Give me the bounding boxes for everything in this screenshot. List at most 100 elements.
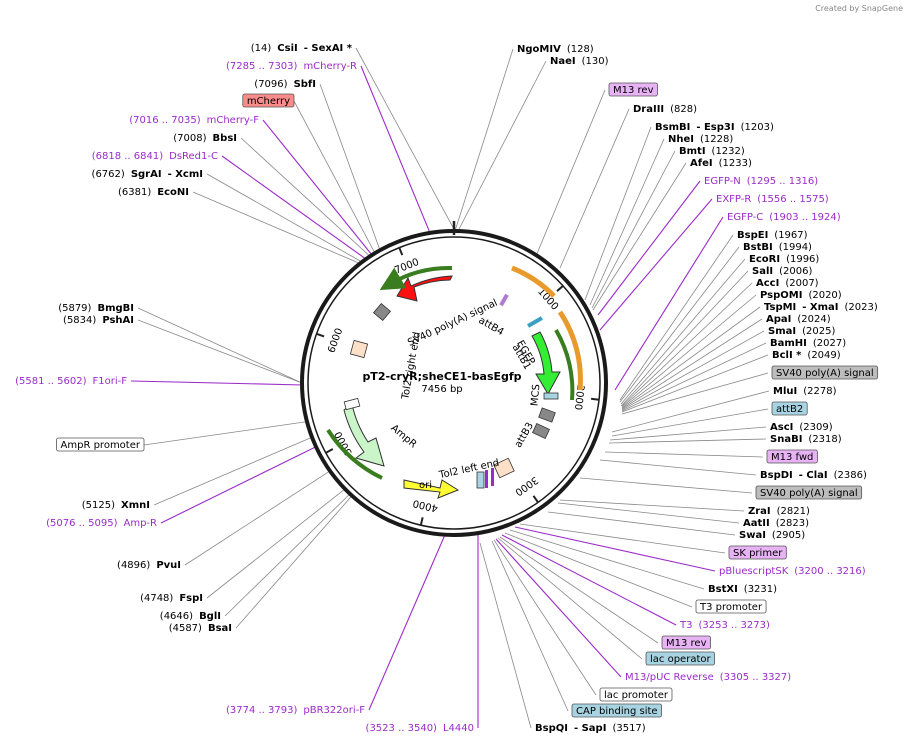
enzyme-label[interactable]: (5879)BmgBI xyxy=(58,303,134,314)
primer-label[interactable]: (3523 .. 3540) L4440 xyxy=(366,723,474,734)
feature-label-ori: ori xyxy=(419,480,432,491)
enzyme-label[interactable]: MluI(2278) xyxy=(773,386,837,397)
enzyme-label[interactable]: (7008)BbsI xyxy=(173,133,237,144)
enzyme-label[interactable]: SalI(2006) xyxy=(752,266,812,277)
ori-feature-arrow[interactable] xyxy=(403,479,460,499)
ampr-promoter-box xyxy=(343,397,361,411)
enzyme-label[interactable]: NaeI(130) xyxy=(550,56,609,67)
enzyme-label[interactable]: (4646)BglI xyxy=(160,611,221,622)
primer-label[interactable]: T3(3253 .. 3273) xyxy=(679,620,770,631)
box-grey-label[interactable]: SV40 poly(A) signal xyxy=(755,485,863,500)
enzyme-label[interactable]: NheI(1228) xyxy=(668,134,733,145)
leader-line xyxy=(137,319,303,384)
enzyme-label[interactable]: (7096)SbfI xyxy=(254,79,316,90)
box-red-label[interactable]: mCherry xyxy=(242,93,295,108)
primer-label[interactable]: (5581 .. 5602)F1ori-F xyxy=(15,376,127,387)
enzyme-label[interactable]: (4748)FspI xyxy=(140,593,203,604)
enzyme-label[interactable]: ZraI(2821) xyxy=(748,506,810,517)
label-name: EXFP-R xyxy=(716,194,751,205)
tick-mark xyxy=(556,285,564,292)
enzyme-label[interactable]: AscI(2309) xyxy=(770,422,833,433)
label-name: L4440 xyxy=(443,723,474,734)
mcherry-feature-arrow[interactable] xyxy=(396,275,453,302)
box-blue-label[interactable]: CAP binding site xyxy=(571,703,662,718)
label-pos: (5879) xyxy=(58,303,91,314)
leader-line xyxy=(619,246,740,403)
enzyme-label[interactable]: NgoMIV(128) xyxy=(517,44,594,55)
leader-line xyxy=(497,537,643,660)
primer-label[interactable]: EGFP-N(1295 .. 1316) xyxy=(704,176,818,187)
enzyme-label[interactable]: BclI *(2049) xyxy=(772,350,841,361)
label-pos: (7016 .. 7035) xyxy=(129,115,201,126)
box-white-label[interactable]: T3 promoter xyxy=(695,599,767,614)
primer-label[interactable]: (7285 .. 7303)mCherry-R xyxy=(226,61,357,72)
enzyme-label[interactable]: SnaBI(2318) xyxy=(770,434,842,445)
box-white-label[interactable]: AmpR promoter xyxy=(56,437,145,452)
enzyme-label[interactable]: TspMI - XmaI(2023) xyxy=(764,302,878,313)
leader-line xyxy=(184,470,331,566)
enzyme-label[interactable]: BmtI(1232) xyxy=(679,146,745,157)
leader-line xyxy=(221,155,367,260)
enzyme-label[interactable]: (6381)EcoNI xyxy=(118,187,189,198)
label-name: mCherry-F xyxy=(207,115,260,126)
primer-label[interactable]: (3774 .. 3793)pBR322ori-F xyxy=(226,705,365,716)
enzyme-label[interactable]: BstXI(3231) xyxy=(708,584,777,595)
primer-label[interactable]: M13/pUC Reverse(3305 .. 3327) xyxy=(625,672,791,683)
label-pos: (7285 .. 7303) xyxy=(226,61,298,72)
primer-label[interactable]: pBluescriptSK(3200 .. 3216) xyxy=(719,566,866,577)
leader-line xyxy=(235,495,353,629)
attb4-mark xyxy=(499,293,509,307)
egfp-feature-arrow[interactable] xyxy=(531,331,561,396)
bottom-marker-1 xyxy=(476,471,485,489)
tick-mark xyxy=(532,495,539,503)
enzyme-label[interactable]: BamHI(2027) xyxy=(770,338,846,349)
enzyme-label[interactable]: (4896)PvuI xyxy=(117,560,181,571)
enzyme-label[interactable]: BspEI(1967) xyxy=(737,230,808,241)
leader-line xyxy=(611,390,770,433)
enzyme-label[interactable]: BspDI - ClaI(2386) xyxy=(760,470,867,481)
enzyme-label[interactable]: EcoRI(1996) xyxy=(749,254,819,265)
box-primer-label[interactable]: M13 rev xyxy=(608,82,658,97)
label-name: M13/pUC Reverse xyxy=(625,672,714,683)
box-blue-label[interactable]: lac operator xyxy=(645,651,715,666)
enzyme-label[interactable]: PspOMI(2020) xyxy=(760,290,842,301)
ampr-feature-arrow[interactable] xyxy=(343,403,385,467)
leader-line xyxy=(206,488,346,599)
enzyme-label[interactable]: BsmBI - Esp3I(1203) xyxy=(655,122,774,133)
enzyme-label[interactable]: AccI(2007) xyxy=(756,278,819,289)
label-name: ApaI xyxy=(766,314,791,325)
leader-line xyxy=(319,83,381,251)
primer-label[interactable]: (5076 .. 5095)Amp-R xyxy=(46,518,157,529)
enzyme-label[interactable]: (14)CsiI - SexAI * xyxy=(251,43,353,54)
primer-label[interactable]: EGFP-C(1903 .. 1924) xyxy=(727,212,841,223)
primer-label[interactable]: (7016 .. 7035) mCherry-F xyxy=(129,115,259,126)
label-pos: (3523 .. 3540) xyxy=(366,723,438,734)
enzyme-label[interactable]: BspQI - SapI(3517) xyxy=(535,723,646,734)
enzyme-label[interactable]: ApaI(2024) xyxy=(766,314,831,325)
primer-label[interactable]: EXFP-R(1556 .. 1575) xyxy=(716,194,829,205)
box-primer-label[interactable]: M13 fwd xyxy=(766,449,818,464)
box-white-label[interactable]: lac promoter xyxy=(599,687,673,702)
label-pos: (2318) xyxy=(808,434,841,445)
enzyme-label[interactable]: SmaI(2025) xyxy=(768,326,835,337)
enzyme-label[interactable]: SwaI(2905) xyxy=(739,530,805,541)
label-name: SmaI xyxy=(768,326,796,337)
box-primer-label[interactable]: SK primer xyxy=(728,545,787,560)
primer-label[interactable]: (6818 .. 6841)DsRed1-C xyxy=(92,151,218,162)
enzyme-label[interactable]: BstBI(1994) xyxy=(743,242,812,253)
feature-box-text: AmpR promoter xyxy=(61,440,141,451)
enzyme-label[interactable]: AfeI(1233) xyxy=(690,158,752,169)
box-blue-label[interactable]: attB2 xyxy=(771,401,808,416)
label-pos: (3231) xyxy=(744,584,777,595)
enzyme-label[interactable]: AatII(2823) xyxy=(743,518,809,529)
plasmid-name: pT2-cryR;sheCE1-basEgfp xyxy=(362,370,521,383)
enzyme-label[interactable]: (5834)PshAI xyxy=(63,315,134,326)
enzyme-label[interactable]: (4587)BsaI xyxy=(169,623,232,634)
enzyme-label[interactable]: (6762)SgrAI - XcmI xyxy=(92,169,203,180)
enzyme-label[interactable]: DraIII(828) xyxy=(633,104,697,115)
box-grey-label[interactable]: SV40 poly(A) signal xyxy=(771,365,879,380)
label-name: NheI xyxy=(668,134,694,145)
box-primer-label[interactable]: M13 rev xyxy=(661,635,711,650)
leader-line xyxy=(614,216,724,391)
enzyme-label[interactable]: (5125)XmnI xyxy=(82,500,150,511)
